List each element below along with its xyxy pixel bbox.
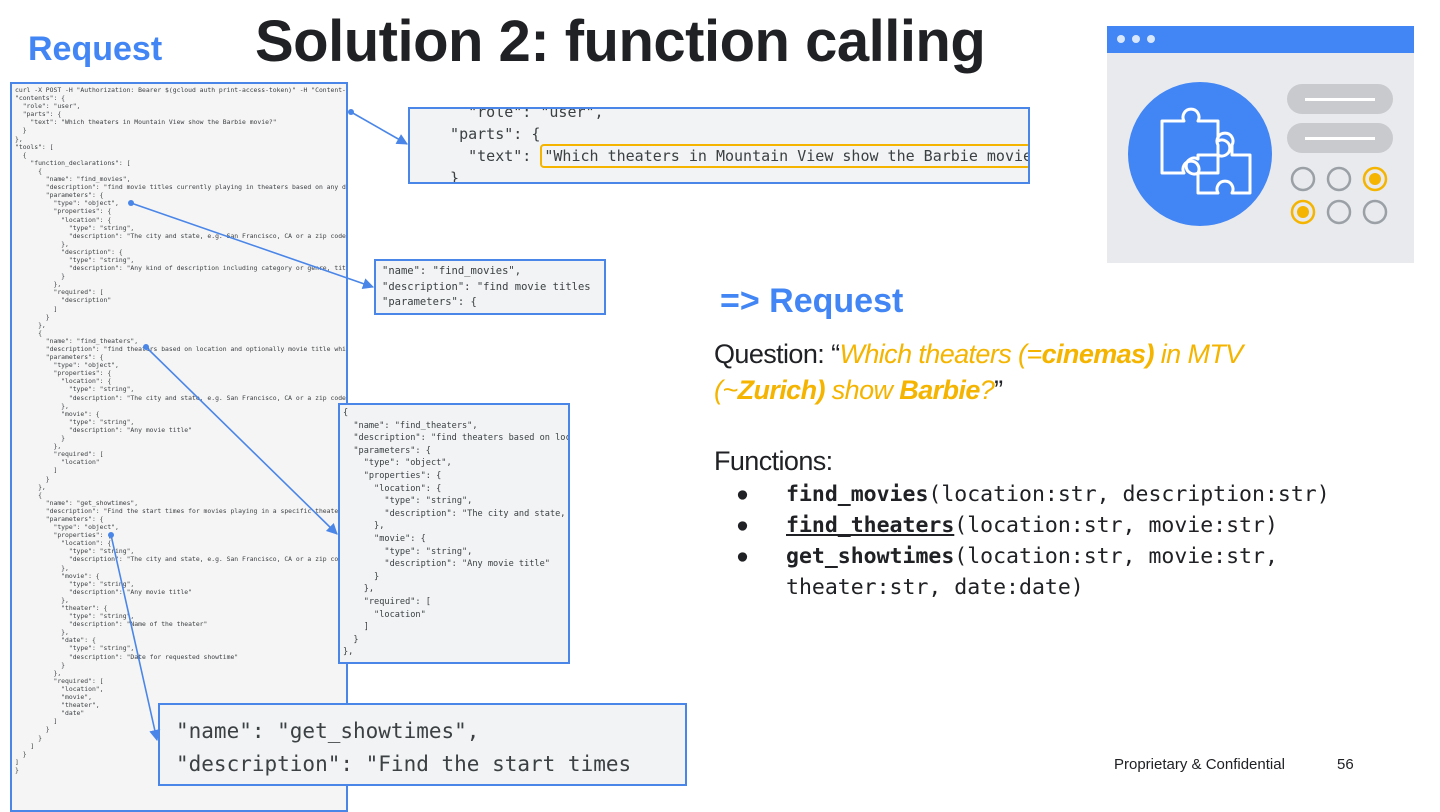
functions-title: Functions: <box>714 446 833 476</box>
bullet-icon: ● <box>736 513 749 537</box>
function-name: get_showtimes <box>786 544 955 569</box>
question-suffix: ” <box>994 375 1003 405</box>
zoom-parts-top-line: "role": "user", <box>432 107 604 121</box>
radio-button-icon <box>1290 166 1388 225</box>
zoom-find-movies-code: "name": "find_movies", "description": "f… <box>382 265 591 308</box>
zoom-parts-code: "role": "user", "parts": { "text": "Whic… <box>410 107 1028 184</box>
puzzle-icon <box>1160 107 1252 195</box>
function-item-find-movies: ● find_movies(location:str, description:s… <box>736 479 1330 510</box>
slide-title: Solution 2: function calling <box>255 9 986 74</box>
zoom-parts-box: "role": "user", "parts": { "text": "Whic… <box>408 107 1030 184</box>
zoom-find-theaters-box: { "name": "find_theaters", "description"… <box>338 403 570 664</box>
zoom-get-showtimes-code: "name": "get_showtimes", "description": … <box>176 719 632 776</box>
bullet-icon: ● <box>736 482 749 506</box>
function-item-find-theaters: ● find_theaters(location:str, movie:str) <box>736 510 1330 541</box>
question-text: Question: “Which theaters (=cinemas) in … <box>714 336 1354 408</box>
page-number: 56 <box>1337 756 1354 773</box>
question-zurich: Zurich) <box>737 375 826 405</box>
question-part1: Which theaters (= <box>839 339 1042 369</box>
full-request-code: curl -X POST -H "Authorization: Bearer $… <box>15 86 348 774</box>
zoom-find-theaters-code: { "name": "find_theaters", "description"… <box>343 408 568 658</box>
zoom-parts-close-line: } <box>432 169 460 184</box>
zoom-parts-open-line: "parts": { <box>432 125 541 143</box>
window-dots-icon <box>1117 35 1155 43</box>
zoom-get-showtimes-box: "name": "get_showtimes", "description": … <box>158 703 687 786</box>
question-text-highlight: "Which theaters in Mountain View show th… <box>540 144 1028 168</box>
functions-list: ● find_movies(location:str, description:s… <box>736 479 1330 603</box>
question-part2: in MTV <box>1153 339 1244 369</box>
function-name: find_theaters <box>786 513 955 538</box>
request-label: Request <box>28 30 163 68</box>
question-barbie: Barbie <box>899 375 980 405</box>
function-name: find_movies <box>786 482 929 507</box>
question-part4: show <box>824 375 900 405</box>
function-args: (location:str, movie:str) <box>954 513 1278 538</box>
function-args: (location:str, description:str) <box>928 482 1330 507</box>
bullet-icon: ● <box>736 544 749 568</box>
function-args-continued: theater:str, date:date) <box>786 575 1084 600</box>
question-cinemas: cinemas) <box>1041 339 1155 369</box>
zoom-text-key: "text": <box>432 147 541 165</box>
arrow-parts <box>348 109 408 145</box>
zoom-find-movies-box: "name": "find_movies", "description": "f… <box>374 259 606 315</box>
function-item-get-showtimes: ● get_showtimes(location:str, movie:str, t… <box>736 541 1330 603</box>
question-prefix: Question: “ <box>714 339 840 369</box>
question-part5: ? <box>979 375 995 405</box>
function-args: (location:str, movie:str, <box>954 544 1278 569</box>
question-part3: (~ <box>714 375 738 405</box>
app-window-illustration <box>1107 26 1414 263</box>
footer-confidential: Proprietary & Confidential <box>1114 756 1285 773</box>
arrow-request-label: => Request <box>720 282 904 320</box>
